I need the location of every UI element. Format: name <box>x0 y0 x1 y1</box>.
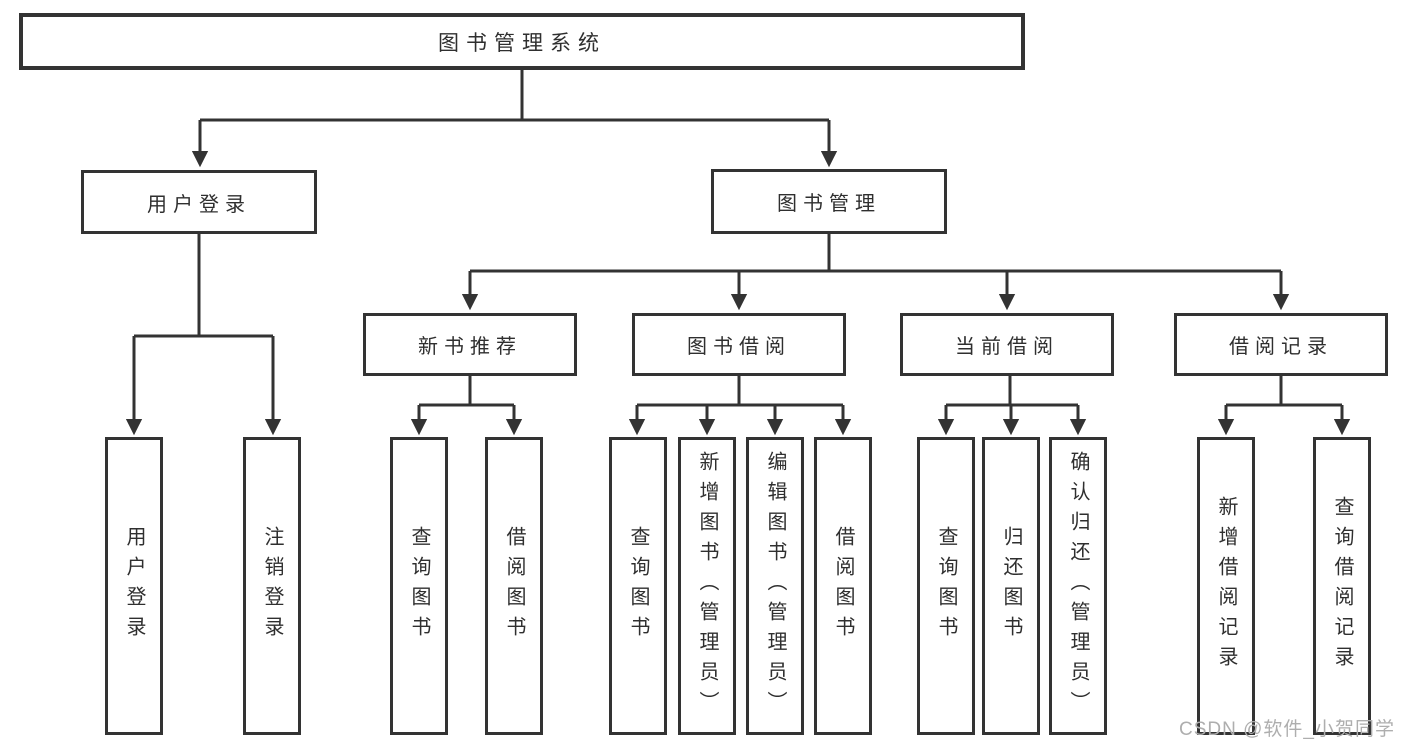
node-borrow-records: 借阅记录 <box>1174 313 1388 376</box>
leaf-current-query-books-label: 查询图书 <box>935 526 957 646</box>
node-book-borrow: 图书借阅 <box>632 313 846 376</box>
node-user-login-label: 用户登录 <box>147 193 251 216</box>
leaf-records-query-record-label: 查询借阅记录 <box>1331 496 1353 676</box>
node-new-book-recommend-label: 新书推荐 <box>418 336 522 358</box>
node-book-borrow-label: 图书借阅 <box>687 336 791 358</box>
node-user-login: 用户登录 <box>81 170 317 234</box>
leaf-current-confirm-return-label: 确认归还（管理员） <box>1067 451 1089 721</box>
leaf-current-confirm-return: 确认归还（管理员） <box>1049 437 1107 735</box>
leaf-user-login-label: 用户登录 <box>123 526 145 646</box>
node-new-book-recommend: 新书推荐 <box>363 313 577 376</box>
leaf-current-return-books: 归还图书 <box>982 437 1040 735</box>
leaf-borrow-borrow-books-label: 借阅图书 <box>832 526 854 646</box>
node-root-label: 图书管理系统 <box>438 31 606 55</box>
leaf-borrow-query-books-label: 查询图书 <box>627 526 649 646</box>
leaf-records-add-record: 新增借阅记录 <box>1197 437 1255 735</box>
node-book-management-label: 图书管理 <box>777 193 881 215</box>
leaf-current-return-books-label: 归还图书 <box>1000 526 1022 646</box>
watermark: CSDN @软件_小贺同学 <box>1179 719 1395 740</box>
leaf-recommend-borrow-books-label: 借阅图书 <box>503 526 525 646</box>
node-root: 图书管理系统 <box>19 13 1025 70</box>
node-current-borrow: 当前借阅 <box>900 313 1114 376</box>
node-borrow-records-label: 借阅记录 <box>1229 336 1333 358</box>
leaf-recommend-query-books: 查询图书 <box>390 437 448 735</box>
leaf-records-add-record-label: 新增借阅记录 <box>1215 496 1237 676</box>
leaf-recommend-borrow-books: 借阅图书 <box>485 437 543 735</box>
leaf-logout-label: 注销登录 <box>261 526 283 646</box>
leaf-user-login: 用户登录 <box>105 437 163 735</box>
leaf-borrow-edit-books-label: 编辑图书（管理员） <box>764 451 786 721</box>
leaf-borrow-add-books-label: 新增图书（管理员） <box>696 451 718 721</box>
leaf-current-query-books: 查询图书 <box>917 437 975 735</box>
leaf-records-query-record: 查询借阅记录 <box>1313 437 1371 735</box>
leaf-logout: 注销登录 <box>243 437 301 735</box>
node-current-borrow-label: 当前借阅 <box>955 336 1059 358</box>
leaf-recommend-query-books-label: 查询图书 <box>408 526 430 646</box>
node-book-management: 图书管理 <box>711 169 947 234</box>
leaf-borrow-add-books: 新增图书（管理员） <box>678 437 736 735</box>
leaf-borrow-query-books: 查询图书 <box>609 437 667 735</box>
leaf-borrow-edit-books: 编辑图书（管理员） <box>746 437 804 735</box>
leaf-borrow-borrow-books: 借阅图书 <box>814 437 872 735</box>
